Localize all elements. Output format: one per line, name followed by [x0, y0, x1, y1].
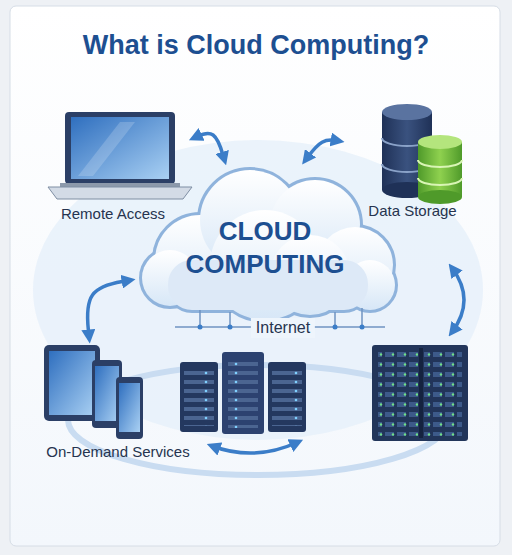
- server-towers: [180, 352, 306, 434]
- laptop-icon: [48, 112, 192, 199]
- rack-arrow: [452, 268, 464, 332]
- network-dot: [333, 325, 338, 330]
- server-arrow: [212, 442, 298, 453]
- network-line: [199, 310, 201, 327]
- network-dot: [228, 325, 233, 330]
- network-line: [361, 308, 363, 327]
- network-dot: [198, 325, 203, 330]
- network-label: Internet: [251, 318, 315, 338]
- connector-arrow: [194, 133, 225, 160]
- network-dot: [360, 325, 365, 330]
- node-label: Remote Access: [32, 205, 194, 224]
- cloud-heading: CLOUD COMPUTING: [170, 215, 360, 280]
- devices-node: On-Demand Services: [22, 338, 214, 466]
- connector-arrow: [306, 140, 340, 160]
- laptop-node: Remote Access: [32, 108, 194, 228]
- cloud-node: CLOUD COMPUTING Internet: [130, 160, 400, 345]
- panel: [10, 6, 500, 546]
- devices-icon: [44, 345, 143, 439]
- database-icon: [382, 104, 462, 204]
- page-title: What is Cloud Computing?: [0, 30, 512, 61]
- glow: [33, 140, 483, 440]
- server-rack: [372, 345, 468, 441]
- storage-node: Data Storage: [339, 105, 486, 225]
- connector-arrow: [87, 280, 130, 338]
- node-label: On-Demand Services: [22, 443, 214, 462]
